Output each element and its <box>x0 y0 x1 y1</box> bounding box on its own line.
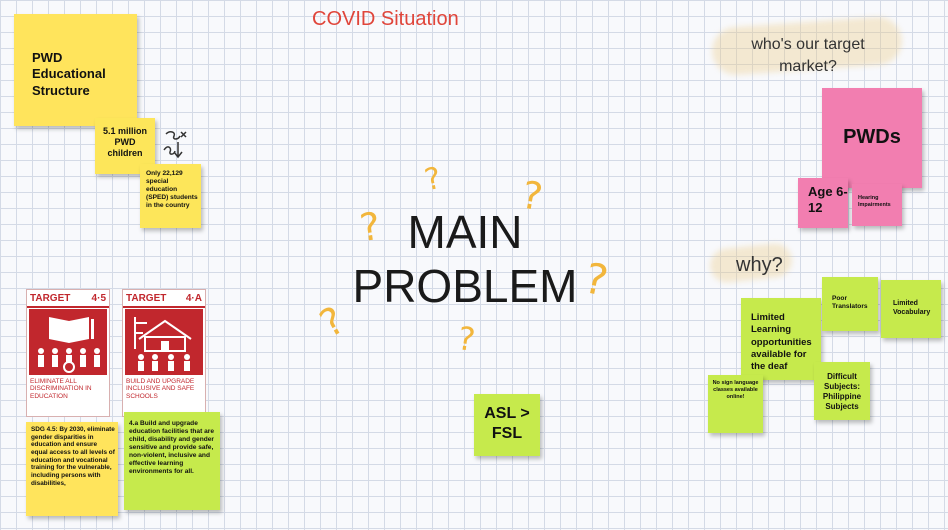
note-asl-fsl[interactable]: ASL > FSL <box>474 394 540 456</box>
note-text: Poor Translators <box>832 295 868 311</box>
note-text: ASL > FSL <box>484 405 530 442</box>
question-mark-icon: ? <box>455 319 478 359</box>
sdg-card-header: TARGET 4·A <box>123 290 205 308</box>
note-text: Age 6-12 <box>808 184 848 216</box>
note-text: PWDs <box>843 126 901 148</box>
main-problem-title[interactable]: MAIN PROBLEM <box>340 205 590 314</box>
why-question[interactable]: why? <box>736 254 783 277</box>
note-sdg-4-5[interactable]: SDG 4.5: By 2030, eliminate gender dispa… <box>26 422 118 516</box>
question-mark-icon: ? <box>421 160 445 199</box>
note-no-sign-language[interactable]: No sign language classes available onlin… <box>708 375 763 433</box>
note-text: Hearing Impairments <box>858 195 891 209</box>
note-sdg-4-a[interactable]: 4.a Build and upgrade education faciliti… <box>124 412 220 510</box>
note-limited-vocabulary[interactable]: Limited Vocabulary <box>881 280 941 338</box>
note-text: Limited Learning opportunities available… <box>751 312 812 373</box>
sdg-target-number: 4·A <box>185 292 202 304</box>
sdg-card-header: TARGET 4·5 <box>27 290 109 308</box>
note-hearing-impairments[interactable]: Hearing Impairments <box>852 184 902 226</box>
sdg-target-number: 4·5 <box>91 292 106 304</box>
note-text: Difficult Subjects: Philippine Subjects <box>822 372 862 411</box>
sdg-caption: ELIMINATE ALL DISCRIMINATION IN EDUCATIO… <box>30 378 92 400</box>
sdg-illustration <box>29 309 107 375</box>
sdg-caption: BUILD AND UPGRADE INCLUSIVE AND SAFE SCH… <box>126 378 195 400</box>
note-text: No sign language classes available onlin… <box>712 380 759 401</box>
note-sped-students[interactable]: Only 22,129 special education (SPED) stu… <box>140 164 201 228</box>
note-age[interactable]: Age 6-12 <box>798 178 848 228</box>
main-problem-line1: MAIN <box>407 206 523 258</box>
target-market-question[interactable]: who's our target market? <box>728 34 888 79</box>
note-text: Limited Vocabulary <box>893 300 931 316</box>
note-text: SDG 4.5: By 2030, eliminate gender dispa… <box>31 426 115 487</box>
note-limited-learning[interactable]: Limited Learning opportunities available… <box>741 298 821 380</box>
main-problem-line2: PROBLEM <box>352 260 578 313</box>
sdg-card-4-a[interactable]: TARGET 4·A BUILD AND UPGRADE INCLUSIVE A… <box>122 289 206 417</box>
book-and-people-icon <box>38 317 100 373</box>
question-text: who's our target market? <box>751 36 865 76</box>
handwritten-scribble-icon <box>163 131 187 159</box>
note-difficult-subjects[interactable]: Difficult Subjects: Philippine Subjects <box>814 362 870 420</box>
note-text: 5.1 million PWD children <box>102 126 147 158</box>
sdg-target-label: TARGET <box>126 292 167 304</box>
sdg-illustration <box>125 309 203 375</box>
sdg-target-label: TARGET <box>30 292 71 304</box>
note-pwd-children[interactable]: 5.1 million PWD children <box>95 118 155 174</box>
note-text: PWD Educational Structure <box>32 50 106 98</box>
school-building-icon <box>134 317 192 371</box>
sdg-card-4-5[interactable]: TARGET 4·5 ELIMINATE ALL DISCRIMINATION … <box>26 289 110 417</box>
note-text: 4.a Build and upgrade education faciliti… <box>129 420 215 476</box>
note-pwds[interactable]: PWDs <box>822 88 922 188</box>
question-text: why? <box>736 254 783 276</box>
note-poor-translators[interactable]: Poor Translators <box>822 277 878 331</box>
board-title[interactable]: COVID Situation <box>312 8 459 30</box>
note-pwd-educational-structure[interactable]: PWD Educational Structure <box>14 14 137 126</box>
note-text: Only 22,129 special education (SPED) stu… <box>146 170 198 210</box>
